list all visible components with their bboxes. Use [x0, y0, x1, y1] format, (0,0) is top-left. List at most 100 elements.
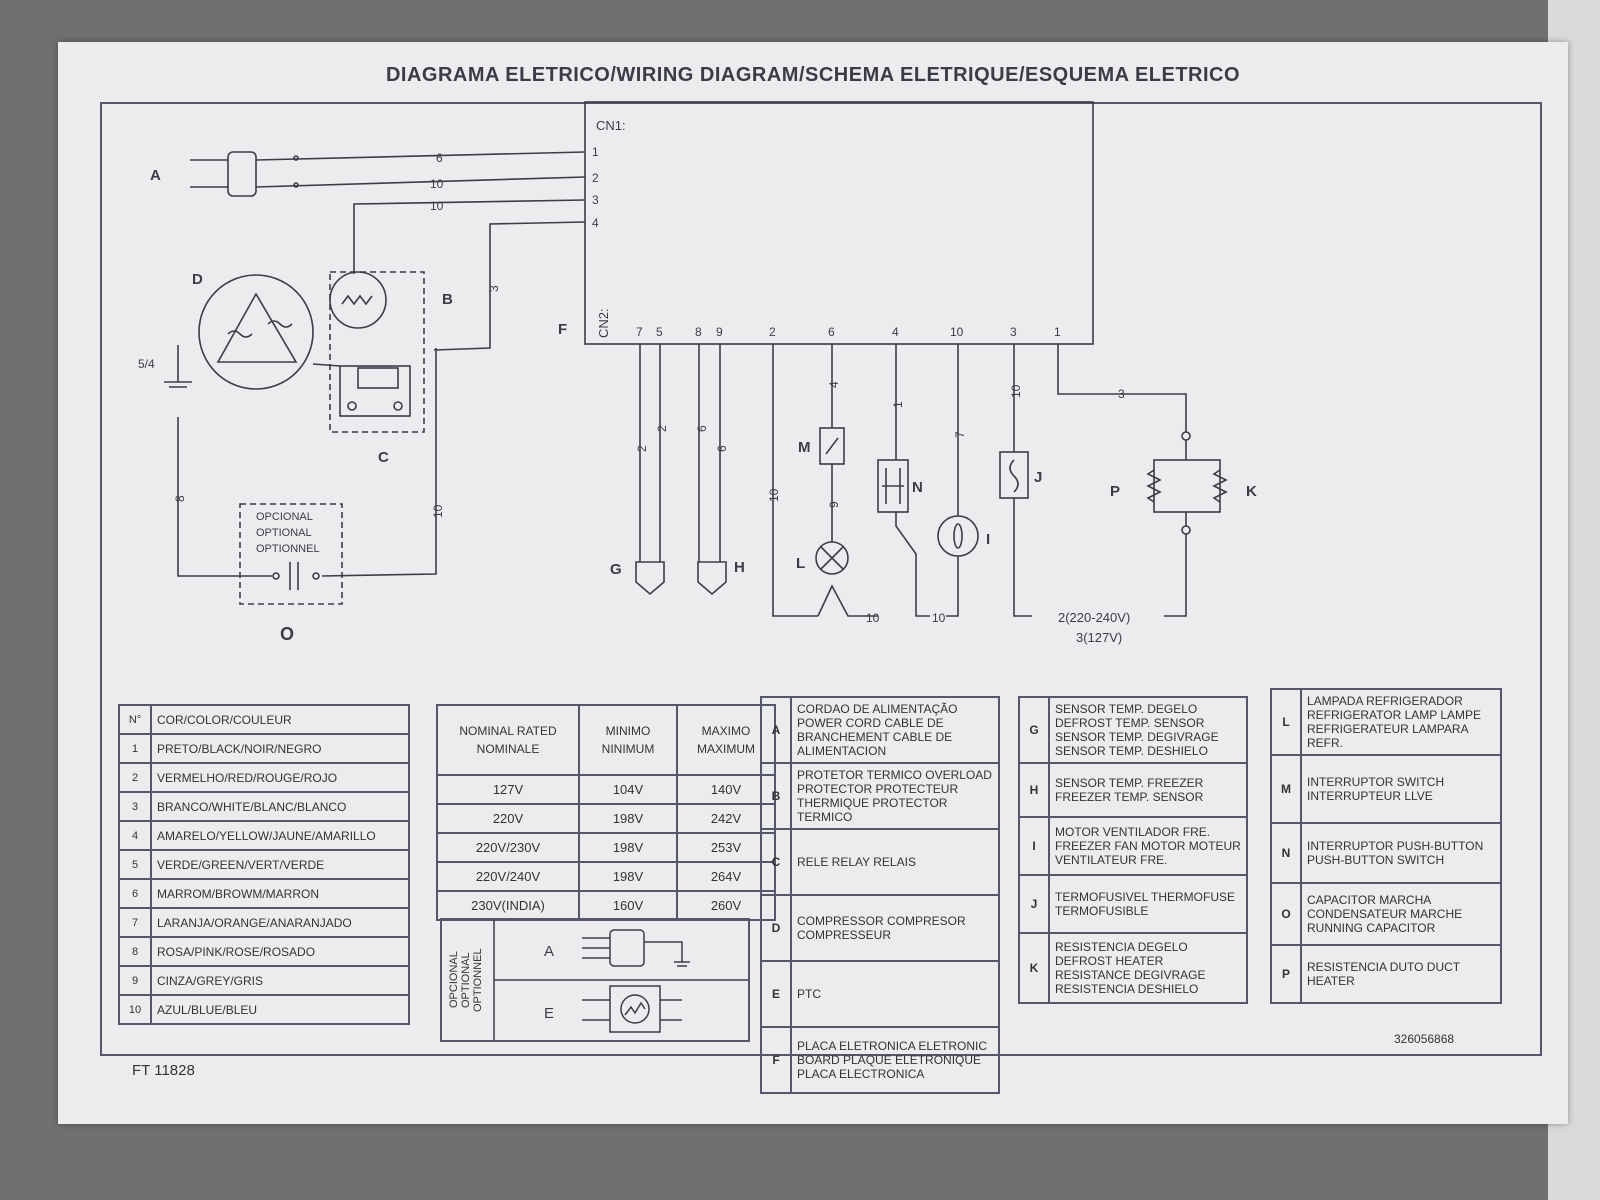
- optional-panel-drawing: A E: [493, 920, 748, 1040]
- push-button-symbol: [877, 459, 909, 513]
- table-cell: 242V: [676, 803, 776, 834]
- wire-number: 10: [1009, 384, 1023, 398]
- legend-key: J: [1018, 874, 1050, 934]
- wire-number: 7: [953, 431, 967, 438]
- cn2-pin: 6: [828, 325, 835, 339]
- table-cell: 198V: [578, 803, 678, 834]
- table-cell: VERMELHO/RED/ROUGE/ROJO: [150, 762, 410, 793]
- schematic: 1 2 3 4 CN1: CN2: 7 5 8 9 2 6 4 10 3 1 6…: [138, 101, 1257, 645]
- wire-number: 6: [436, 151, 443, 165]
- wire-number: 10: [866, 611, 880, 625]
- table-cell: 198V: [578, 832, 678, 863]
- component-letter-p: P: [1110, 483, 1120, 500]
- component-letter-c: C: [378, 449, 389, 466]
- legend-desc: PTC: [790, 960, 1000, 1028]
- wire-number: 3: [487, 285, 501, 292]
- wire-number: 10: [430, 177, 444, 191]
- wire-number: 10: [932, 611, 946, 625]
- component-letter-n: N: [912, 479, 923, 496]
- legend-desc: INTERRUPTOR PUSH-BUTTON PUSH-BUTTON SWIT…: [1300, 822, 1502, 884]
- table-cell: 264V: [676, 861, 776, 892]
- compressor-symbol: [198, 274, 314, 390]
- component-letter-g: G: [610, 561, 622, 578]
- table-cell: 10: [118, 994, 152, 1025]
- page-title: DIAGRAMA ELETRICO/WIRING DIAGRAM/SCHEMA …: [385, 64, 1241, 86]
- optional-item-e: E: [544, 1005, 554, 1022]
- legend-key: G: [1018, 696, 1050, 764]
- table-cell: BRANCO/WHITE/BLANC/BLANCO: [150, 791, 410, 822]
- legend-key: H: [1018, 762, 1050, 818]
- table-cell: 4: [118, 820, 152, 851]
- legend-desc: CORDAO DE ALIMENTAÇÃO POWER CORD CABLE D…: [790, 696, 1000, 764]
- protector-box: [329, 271, 425, 433]
- cn1-pin: 2: [592, 171, 599, 185]
- table-cell: 253V: [676, 832, 776, 863]
- voltage-note: 3(127V): [1076, 630, 1122, 645]
- table-cell: VERDE/GREEN/VERT/VERDE: [150, 849, 410, 880]
- wire-number: 1: [891, 401, 905, 408]
- table-cell: 220V: [436, 803, 580, 834]
- component-letter-b: B: [442, 291, 453, 308]
- cn1-pin: 4: [592, 216, 599, 230]
- cn2-pin: 7: [636, 325, 643, 339]
- lamp-symbol: [815, 541, 849, 575]
- component-letter-a: A: [150, 167, 161, 184]
- legend-key: B: [760, 762, 792, 830]
- legend-desc: COMPRESSOR COMPRESOR COMPRESSEUR: [790, 894, 1000, 962]
- wire-number: 10: [430, 199, 444, 213]
- legend-key: C: [760, 828, 792, 896]
- table-cell: LARANJA/ORANGE/ANARANJADO: [150, 907, 410, 938]
- cn2-pin: 9: [716, 325, 723, 339]
- wire-number: 3: [1118, 387, 1125, 401]
- electronic-board-box: [584, 101, 1094, 345]
- wire-number: 9: [827, 501, 841, 508]
- defrost-heater-symbol: [1212, 469, 1228, 503]
- wire-number: 10: [767, 488, 781, 502]
- optional-plug-symbol: [609, 929, 645, 967]
- component-letter-i: I: [986, 531, 990, 548]
- legend-key: A: [760, 696, 792, 764]
- component-letter-d: D: [192, 271, 203, 288]
- wire-number: 8: [173, 495, 187, 502]
- wire-number: 10: [431, 504, 445, 518]
- table-cell: PRETO/BLACK/NOIR/NEGRO: [150, 733, 410, 764]
- power-plug-symbol: [190, 151, 586, 197]
- table-cell: ROSA/PINK/ROSE/ROSADO: [150, 936, 410, 967]
- table-cell: N°: [118, 704, 152, 735]
- cn2-pin: 4: [892, 325, 899, 339]
- ptc-symbol: [609, 985, 661, 1033]
- legend-desc: LAMPADA REFRIGERADOR REFRIGERATOR LAMP L…: [1300, 688, 1502, 756]
- legend-desc: PROTETOR TERMICO OVERLOAD PROTECTOR PROT…: [790, 762, 1000, 830]
- table-row: N°COR/COLOR/COULEUR: [118, 704, 410, 735]
- legend-desc: INTERRUPTOR SWITCH INTERRUPTEUR LLVE: [1300, 754, 1502, 824]
- cn2-label: CN2:: [596, 308, 611, 338]
- table-cell: 160V: [578, 890, 678, 921]
- table-cell: COR/COLOR/COULEUR: [150, 704, 410, 735]
- legend-key: P: [1270, 944, 1302, 1004]
- table-cell: 127V: [436, 774, 580, 805]
- cn1-label: CN1:: [596, 118, 626, 133]
- legend-key: D: [760, 894, 792, 962]
- wire-number: 2: [655, 425, 669, 432]
- optional-item-a: A: [544, 943, 554, 960]
- table-header: MINIMO NINIMUM: [578, 704, 678, 776]
- fan-motor-symbol: [937, 515, 979, 557]
- legend-key: N: [1270, 822, 1302, 884]
- cn2-pin: 5: [656, 325, 663, 339]
